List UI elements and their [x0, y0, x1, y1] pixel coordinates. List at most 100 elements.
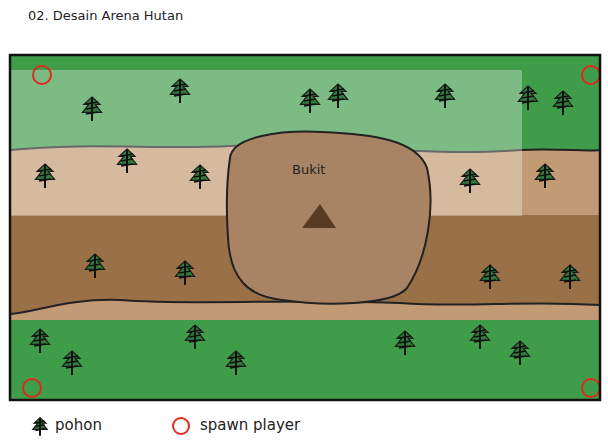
tree-branch [564, 275, 576, 277]
tree-group [30, 79, 579, 375]
tree-branch [557, 96, 569, 98]
tree-trunk [337, 84, 339, 108]
tree-branch [514, 356, 526, 358]
tree-branch [189, 330, 201, 332]
tree-trunk [562, 91, 564, 115]
hill-outline [222, 128, 434, 308]
tree-branch [522, 101, 534, 103]
tree-branch [304, 104, 316, 106]
tree-branch [66, 366, 78, 368]
tree-branch [179, 271, 191, 273]
tree-branch [66, 356, 78, 358]
tree-trunk [179, 79, 181, 103]
tree-branch [174, 89, 186, 91]
tree-trunk [194, 325, 196, 349]
spawn-group [23, 66, 600, 397]
spawn-symbol [169, 414, 193, 438]
tree-branch [194, 175, 206, 177]
tree-branch [439, 99, 451, 101]
tree-branch [539, 169, 551, 171]
tree-symbol [28, 414, 52, 438]
tree-branch [194, 170, 206, 172]
tree-branch [539, 179, 551, 181]
tree-branch [484, 270, 496, 272]
tree-branch [557, 101, 569, 103]
tree-branch [121, 159, 133, 161]
tree-branch [230, 356, 242, 358]
tree-branch [399, 346, 411, 348]
tree-branch [332, 99, 344, 101]
tree-branch [189, 335, 201, 337]
tree-trunk [44, 164, 46, 188]
tree-branch [230, 361, 242, 363]
hill-shape [227, 132, 431, 304]
tree-branch [564, 270, 576, 272]
tree-branch [189, 340, 201, 342]
legend-label: spawn player [200, 416, 300, 434]
tree-trunk [519, 341, 521, 365]
tree-branch [484, 280, 496, 282]
tree-trunk [404, 331, 406, 355]
tree-branch [332, 94, 344, 96]
tree-branch [514, 351, 526, 353]
tree-branch [557, 106, 569, 108]
tree-trunk [444, 84, 446, 108]
tree-branch [194, 180, 206, 182]
spawn-marker [173, 418, 189, 434]
tree-branch [121, 164, 133, 166]
tree-branch [86, 112, 98, 114]
spawn-marker [582, 66, 600, 84]
tree-branch [230, 366, 242, 368]
map-border [10, 55, 600, 400]
tree-trunk [126, 149, 128, 173]
tree-branch [86, 102, 98, 104]
tree-branch [86, 107, 98, 109]
tree-branch [514, 346, 526, 348]
hill-region: Bukit [222, 128, 434, 308]
tree-branch [89, 264, 101, 266]
tree-trunk [94, 254, 96, 278]
tree-branch [36, 421, 45, 423]
hill-label: Bukit [292, 162, 325, 177]
tree-branch [39, 174, 51, 176]
tree-branch [304, 99, 316, 101]
tree-branch [464, 179, 476, 181]
tree-branch [66, 361, 78, 363]
tree-branch [474, 335, 486, 337]
tree-branch [522, 96, 534, 98]
tree-branch [399, 341, 411, 343]
tree-branch [89, 259, 101, 261]
tree-branch [89, 269, 101, 271]
tree-trunk [469, 169, 471, 193]
tree-branch [34, 344, 46, 346]
tree-trunk [39, 329, 41, 353]
spawn-marker [33, 66, 51, 84]
tree-branch [174, 94, 186, 96]
tree-branch [179, 266, 191, 268]
tree-branch [439, 94, 451, 96]
tree-branch [439, 89, 451, 91]
tree-trunk [235, 351, 237, 375]
tree-branch [464, 174, 476, 176]
tree-branch [36, 425, 45, 427]
tree-trunk [569, 265, 571, 289]
tree-trunk [71, 351, 73, 375]
title: 02. Desain Arena Hutan [28, 8, 183, 23]
tree-trunk [91, 97, 93, 121]
tree-branch [174, 84, 186, 86]
tree-branch [121, 154, 133, 156]
legend-label: pohon [55, 416, 102, 434]
tree-branch [522, 91, 534, 93]
tree-branch [34, 334, 46, 336]
tree-branch [304, 94, 316, 96]
tree-trunk [309, 89, 311, 113]
tree-branch [34, 339, 46, 341]
tree-branch [39, 169, 51, 171]
tree-branch [474, 340, 486, 342]
tree-branch [332, 89, 344, 91]
tree-trunk [544, 164, 546, 188]
tree-branch [179, 276, 191, 278]
tree-branch [539, 174, 551, 176]
map-ground [10, 55, 600, 400]
tree-trunk [184, 261, 186, 285]
